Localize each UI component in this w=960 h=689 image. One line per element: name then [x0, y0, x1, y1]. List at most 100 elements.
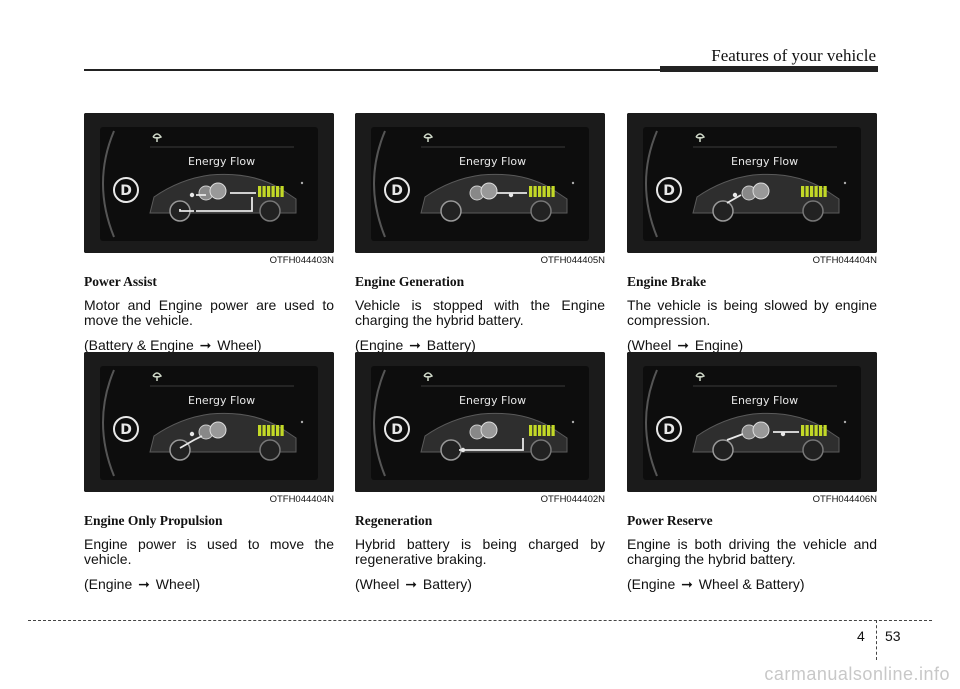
wheel-icon: [712, 439, 734, 461]
section-title: Power Reserve: [627, 513, 713, 528]
battery-cell-icon: [814, 425, 818, 436]
flow-from: (Engine: [627, 576, 676, 592]
engine-icon: [209, 182, 227, 200]
page-number: 53: [885, 628, 901, 644]
battery-cell-icon: [810, 186, 814, 197]
battery-cell-icon: [547, 186, 551, 197]
battery-cell-icon: [276, 425, 280, 436]
battery-cell-icon: [262, 186, 266, 197]
gauge-arc: [373, 369, 386, 477]
gear-indicator: [656, 177, 682, 203]
battery-cell-icon: [810, 425, 814, 436]
gear-letter: D: [663, 183, 675, 199]
gauge-arc: [102, 369, 115, 477]
section-body: The vehicle is being slowed by engine co…: [627, 297, 877, 328]
indicator-dot: [300, 420, 304, 424]
flow-description: (Engine ➞ Wheel): [84, 577, 334, 592]
flow-dot: [780, 431, 786, 437]
battery-cell-icon: [538, 186, 542, 197]
battery-cell-icon: [805, 425, 809, 436]
section-title: Engine Only Propulsion: [84, 513, 223, 528]
arrow-right-icon: ➞: [677, 337, 689, 353]
indicator-dot: [571, 420, 575, 424]
wheel-icon: [440, 439, 462, 461]
battery-cell-icon: [538, 425, 542, 436]
engine-icon: [480, 182, 498, 200]
wheel-icon: [712, 200, 734, 222]
screen-title: Energy Flow: [188, 394, 255, 407]
screen-title: Energy Flow: [731, 394, 798, 407]
battery-cell-icon: [529, 425, 533, 436]
section-title: Engine Brake: [627, 274, 707, 289]
wheel-icon: [802, 200, 824, 222]
wheel-icon: [259, 200, 281, 222]
section-body: Engine power is used to move the vehicle…: [84, 536, 334, 567]
gear-indicator: [113, 177, 139, 203]
gear-indicator: [384, 177, 410, 203]
arrow-right-icon: ➞: [138, 576, 150, 592]
gear-indicator: [384, 416, 410, 442]
battery-cell-icon: [280, 425, 284, 436]
battery-cell-icon: [551, 186, 555, 197]
flow-from: (Engine: [84, 576, 133, 592]
page-number-separator: [876, 620, 877, 660]
figure-code: OTFH044405N: [540, 255, 605, 266]
engine-icon: [480, 421, 498, 439]
energy-flow-line: [726, 194, 742, 204]
watermark: carmanualsonline.info: [764, 664, 950, 684]
engine-icon: [752, 421, 770, 439]
battery-cell-icon: [271, 186, 275, 197]
chapter-number: 4: [857, 628, 865, 644]
battery-cell-icon: [271, 425, 275, 436]
arrow-right-icon: ➞: [199, 337, 212, 353]
section-title: Power Assist: [84, 274, 157, 289]
section-body: Engine is both driving the vehicle and c…: [627, 536, 877, 567]
figure-code: OTFH044406N: [812, 494, 877, 505]
figure-code: OTFH044403N: [269, 255, 334, 266]
screen-title: Energy Flow: [459, 394, 526, 407]
battery-cell-icon: [533, 425, 537, 436]
flow-to: Wheel & Battery): [698, 576, 805, 592]
figure-code: OTFH044402N: [540, 494, 605, 505]
battery-cell-icon: [542, 425, 546, 436]
flow-description: (Engine ➞ Battery): [355, 338, 605, 353]
eco-leaf-icon: [423, 133, 434, 142]
header-rule-accent: [660, 66, 878, 72]
battery-cell-icon: [267, 186, 271, 197]
battery-cell-icon: [529, 186, 533, 197]
energy-flow-line: [179, 435, 203, 449]
header-rule: [84, 69, 878, 71]
battery-cell-icon: [262, 425, 266, 436]
flow-from: (Wheel: [355, 576, 400, 592]
flow-dot: [460, 447, 466, 453]
indicator-dot: [843, 181, 847, 185]
gear-indicator: [113, 416, 139, 442]
battery-cell-icon: [258, 186, 262, 197]
wheel-icon: [530, 439, 552, 461]
battery-cell-icon: [823, 186, 827, 197]
flow-dot: [732, 192, 738, 198]
flow-description: (Engine ➞ Wheel & Battery): [627, 577, 877, 592]
flow-description: (Battery & Engine ➞ Wheel): [84, 338, 334, 353]
flow-description: (Wheel ➞ Battery): [355, 577, 605, 592]
gear-letter: D: [391, 183, 403, 199]
energy-flow-line: [459, 438, 524, 451]
battery-cell-icon: [542, 186, 546, 197]
indicator-dot: [571, 181, 575, 185]
gauge-arc: [645, 130, 658, 238]
